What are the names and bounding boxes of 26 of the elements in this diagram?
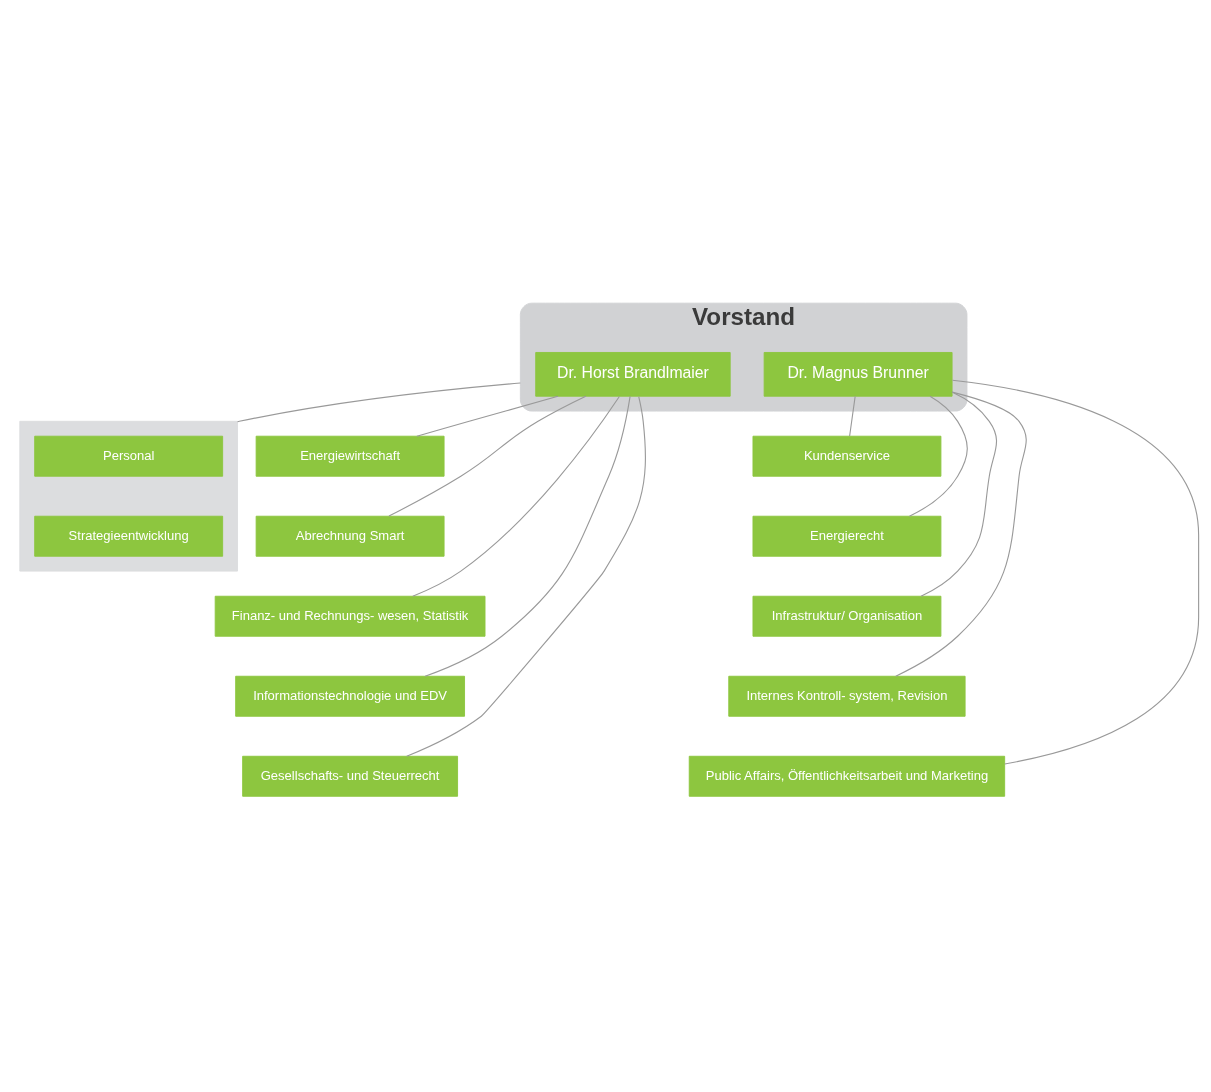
connector xyxy=(388,395,587,517)
node-box: Energiewirtschaft xyxy=(255,435,445,477)
node-box: Finanz- und Rechnungs- wesen, Statistik xyxy=(214,595,486,637)
node-box: Gesellschafts- und Steuerrecht xyxy=(242,755,459,797)
node-box: Infrastruktur/ Organisation xyxy=(752,595,942,637)
connector xyxy=(951,379,1200,765)
cluster xyxy=(19,420,238,572)
connector xyxy=(895,391,1027,677)
connector xyxy=(908,395,968,517)
node-box: Kundenservice xyxy=(752,435,942,477)
node-box: Dr. Horst Brandlmaier xyxy=(535,352,731,397)
node-box: Public Affairs, Öffentlichkeitsarbeit und Marketing xyxy=(688,755,1006,797)
node-box: Dr. Magnus Brunner xyxy=(763,352,953,397)
connector xyxy=(406,396,646,757)
node-box: Abrechnung Smart xyxy=(255,515,445,557)
node-box: Internes Kontroll- system, Revision xyxy=(728,675,966,717)
node-box: Strategieentwicklung xyxy=(34,515,224,557)
connector xyxy=(849,395,856,437)
connector xyxy=(424,395,631,677)
connector xyxy=(416,395,559,437)
connector xyxy=(236,382,521,423)
node-box: Personal xyxy=(34,435,224,477)
node-box: Energierecht xyxy=(752,515,942,557)
connector xyxy=(920,391,998,597)
node-box: Informationstechnologie und EDV xyxy=(235,675,465,717)
connector xyxy=(412,395,620,597)
